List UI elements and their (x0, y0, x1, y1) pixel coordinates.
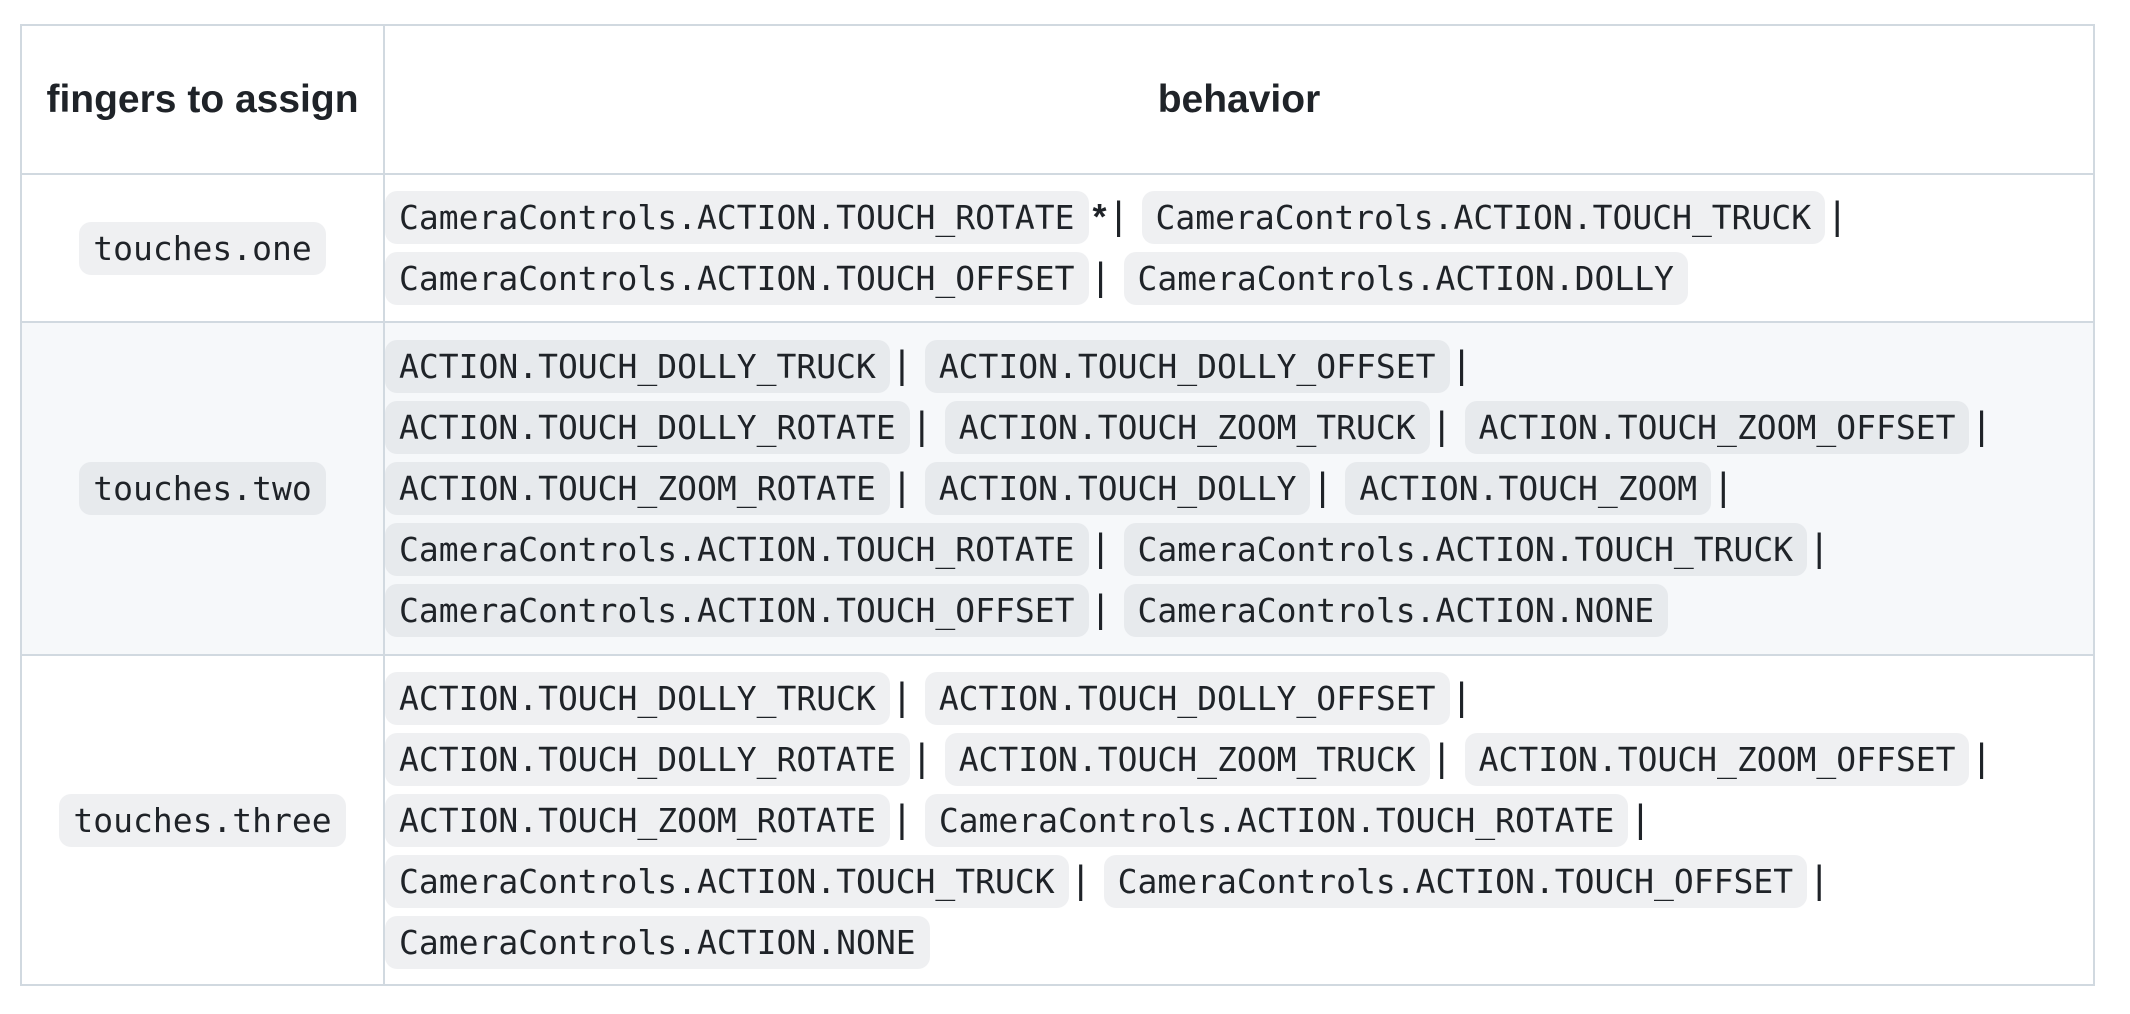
separator: | (1095, 527, 1106, 570)
action-code: CameraControls.ACTION.TOUCH_TRUCK (1141, 191, 1826, 244)
action-code: CameraControls.ACTION.TOUCH_TRUCK (1123, 523, 1808, 576)
separator: | (1456, 675, 1467, 719)
separator: | (1436, 736, 1447, 780)
action-code: ACTION.TOUCH_DOLLY_TRUCK (385, 340, 890, 393)
action-code: CameraControls.ACTION.TOUCH_TRUCK (385, 854, 1069, 908)
action-code: CameraControls.ACTION.DOLLY (1123, 252, 1688, 305)
touch-assignment-table: fingers to assign behavior touches.one C… (20, 24, 2095, 986)
separator: | (896, 675, 907, 719)
separator: | (896, 466, 907, 509)
action-code: CameraControls.ACTION.TOUCH_OFFSET (385, 584, 1089, 637)
separator: | (1075, 858, 1086, 902)
separator: | (1976, 736, 1987, 780)
separator: | (1456, 344, 1467, 387)
action-code: CameraControls.ACTION.NONE (385, 915, 930, 969)
action-code: ACTION.TOUCH_ZOOM_OFFSET (1464, 732, 1970, 786)
action-code: CameraControls.ACTION.TOUCH_OFFSET (1103, 854, 1808, 908)
action-code: ACTION.TOUCH_ZOOM (1345, 462, 1712, 515)
action-code: CameraControls.ACTION.TOUCH_ROTATE (385, 191, 1089, 244)
behavior-cell: ACTION.TOUCH_DOLLY_TRUCK| ACTION.TOUCH_D… (383, 321, 2095, 656)
action-code: ACTION.TOUCH_DOLLY_OFFSET (924, 671, 1450, 725)
separator: | (1832, 195, 1843, 238)
action-code: ACTION.TOUCH_ZOOM_TRUCK (944, 732, 1430, 786)
separator: | (1814, 527, 1825, 570)
action-code: ACTION.TOUCH_ZOOM_ROTATE (385, 462, 890, 515)
touches-key-code: touches.one (79, 221, 326, 275)
action-code: CameraControls.ACTION.TOUCH_ROTATE (924, 793, 1629, 847)
table-row: touches.three ACTION.TOUCH_DOLLY_TRUCK| … (20, 654, 2095, 986)
separator: | (916, 405, 927, 448)
fingers-cell: touches.three (20, 654, 385, 986)
separator: | (1317, 466, 1328, 509)
action-code: ACTION.TOUCH_DOLLY_ROTATE (385, 732, 910, 786)
fingers-cell: touches.two (20, 321, 385, 656)
table-row: touches.two ACTION.TOUCH_DOLLY_TRUCK| AC… (20, 321, 2095, 656)
touches-key-code: touches.three (59, 793, 346, 847)
separator: | (1976, 405, 1987, 448)
action-code: CameraControls.ACTION.TOUCH_OFFSET (385, 252, 1089, 305)
action-code: ACTION.TOUCH_ZOOM_ROTATE (385, 793, 890, 847)
separator: | (1635, 797, 1646, 841)
separator: | (1436, 405, 1447, 448)
fingers-cell: touches.one (20, 173, 385, 323)
header-behavior: behavior (383, 24, 2095, 175)
separator: | (1113, 195, 1124, 238)
behavior-cell: CameraControls.ACTION.TOUCH_ROTATE*| Cam… (383, 173, 2095, 323)
separator: | (916, 736, 927, 780)
header-row: fingers to assign behavior (20, 24, 2095, 175)
behavior-cell: ACTION.TOUCH_DOLLY_TRUCK| ACTION.TOUCH_D… (383, 654, 2095, 986)
separator: | (1095, 588, 1106, 631)
touches-key-code: touches.two (79, 462, 326, 515)
action-code: ACTION.TOUCH_DOLLY_TRUCK (385, 671, 890, 725)
separator: | (1814, 858, 1825, 902)
separator: | (1718, 466, 1729, 509)
separator: | (896, 344, 907, 387)
table-row: touches.one CameraControls.ACTION.TOUCH_… (20, 173, 2095, 323)
action-code: CameraControls.ACTION.TOUCH_ROTATE (385, 523, 1089, 576)
action-code: ACTION.TOUCH_DOLLY_OFFSET (924, 340, 1450, 393)
action-code: CameraControls.ACTION.NONE (1123, 584, 1669, 637)
separator: | (896, 797, 907, 841)
action-code: ACTION.TOUCH_DOLLY (924, 462, 1311, 515)
action-code: ACTION.TOUCH_DOLLY_ROTATE (385, 401, 910, 454)
separator: | (1095, 256, 1106, 299)
header-fingers-to-assign: fingers to assign (20, 24, 385, 175)
action-code: ACTION.TOUCH_ZOOM_TRUCK (944, 401, 1430, 454)
action-code: ACTION.TOUCH_ZOOM_OFFSET (1464, 401, 1970, 454)
default-marker: * (1092, 196, 1107, 237)
